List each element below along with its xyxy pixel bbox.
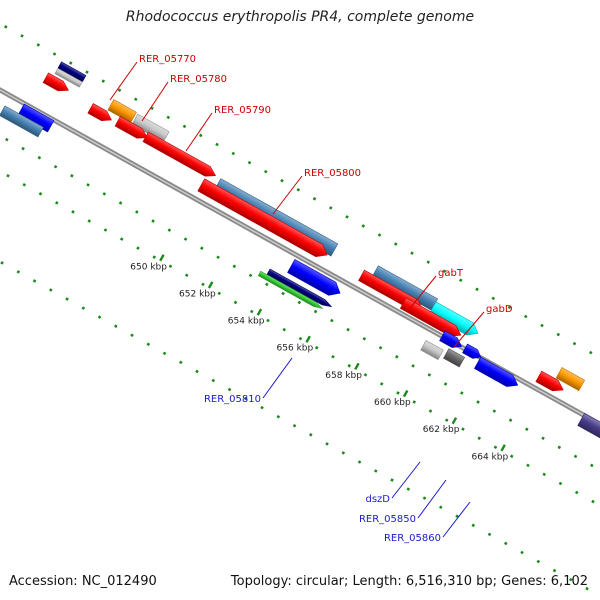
tick-mark xyxy=(354,362,360,371)
tick-label: 658 kbp xyxy=(325,371,362,381)
label-leader-line xyxy=(406,275,437,313)
genome-summary-text: Topology: circular; Length: 6,516,310 bp… xyxy=(230,574,588,589)
feature-red-g xyxy=(399,297,462,337)
tick-label: 664 kbp xyxy=(472,452,509,462)
tick-mark xyxy=(159,254,165,262)
tick-label: 656 kbp xyxy=(277,344,314,354)
gene-label: dszD xyxy=(365,494,390,505)
label-leader-line xyxy=(417,479,447,519)
feature-blue-d xyxy=(462,343,482,359)
accession-text: Accession: NC_012490 xyxy=(9,574,157,589)
feature-silver-c xyxy=(420,340,444,361)
tick-label: 662 kbp xyxy=(423,425,460,435)
label-leader-line xyxy=(272,175,303,215)
feature-red-b xyxy=(87,103,112,122)
feature-slateblue-a xyxy=(577,412,600,439)
feature-red-d xyxy=(142,131,217,177)
feature-steelblue-a xyxy=(0,105,44,138)
feature-navy-a xyxy=(57,61,87,83)
gene-label: RER_05810 xyxy=(204,394,261,405)
gene-label: gabD xyxy=(486,304,513,315)
tick-mark xyxy=(207,281,214,289)
gene-label: RER_05800 xyxy=(304,168,361,179)
tick-label: 650 kbp xyxy=(130,262,167,272)
tick-label: 660 kbp xyxy=(374,398,411,408)
gene-label: RER_05850 xyxy=(359,514,416,525)
map-title: Rhodococcus erythropolis PR4, complete g… xyxy=(125,9,475,25)
feature-red-h xyxy=(535,370,564,392)
feature-red-a xyxy=(42,72,69,92)
feature-blue-b xyxy=(287,258,341,296)
label-leader-line xyxy=(109,61,138,101)
gene-label: RER_05860 xyxy=(384,533,441,544)
feature-red-c xyxy=(114,115,148,139)
tick-mark xyxy=(402,389,409,398)
gene-label: gabT xyxy=(438,268,464,279)
feature-orange-b xyxy=(555,367,586,392)
feature-navy-b xyxy=(266,268,333,308)
dotted-track-4 xyxy=(0,260,600,598)
gene-label: RER_05780 xyxy=(170,74,227,85)
tick-mark xyxy=(305,335,311,343)
feature-blue-a xyxy=(17,103,55,133)
feature-blue-c xyxy=(439,330,462,348)
feature-blue-e xyxy=(473,356,519,387)
feature-gray-a xyxy=(443,348,466,368)
tick-mark xyxy=(256,308,263,316)
label-leader-line xyxy=(391,461,421,499)
dotted-track-2 xyxy=(0,134,600,472)
feature-green-a xyxy=(257,270,324,310)
tick-label: 654 kbp xyxy=(228,317,265,327)
label-leader-line xyxy=(141,81,169,122)
tick-label: 652 kbp xyxy=(179,289,216,299)
tick-mark xyxy=(451,417,458,425)
tick-mark xyxy=(500,444,506,452)
backbone-highlight xyxy=(0,89,600,426)
feature-silver-a xyxy=(54,67,83,88)
label-leader-line xyxy=(185,112,213,152)
dotted-track-3 xyxy=(0,169,600,507)
label-leader-line xyxy=(442,501,471,538)
label-leader-line xyxy=(453,311,485,348)
feature-red-e xyxy=(197,178,328,258)
gene-label: RER_05790 xyxy=(214,105,271,116)
gene-label: RER_05770 xyxy=(139,54,196,65)
label-leader-line xyxy=(262,357,293,399)
